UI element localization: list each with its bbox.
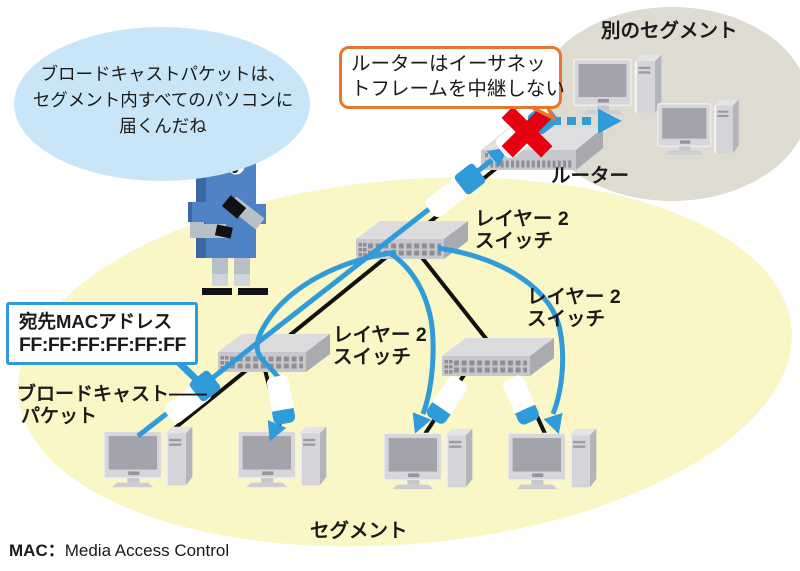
pc-sender <box>103 426 194 488</box>
switch3-label: レイヤー 2 スイッチ <box>527 286 621 330</box>
footnote: MAC：Media Access Control <box>9 536 229 561</box>
switch3-label-line2: スイッチ <box>527 308 606 330</box>
speech-bubble-tail <box>170 134 213 168</box>
footnote-definition: Media Access Control <box>64 541 230 560</box>
broadcast-label-line1: ブロードキャスト―― <box>17 384 208 405</box>
speech-bubble <box>14 27 310 181</box>
router-callout: ルーターはイーサネッ トフレームを中継しない <box>339 46 565 109</box>
switch2-label-line1: レイヤー 2 <box>333 324 427 346</box>
blocked-x-icon <box>501 106 553 158</box>
speech-line-1: ブロードキャストパケットは、 <box>40 64 286 84</box>
segment-ellipse <box>18 177 792 547</box>
broadcast-arc-to-pc3 <box>388 250 436 415</box>
mac-box-title: 宛先MACアドレス <box>19 311 173 332</box>
broadcast-arc-to-pc4 <box>437 245 566 415</box>
pc-4 <box>507 428 598 490</box>
destination-mac-box: 宛先MACアドレス FF:FF:FF:FF:FF:FF <box>6 302 198 365</box>
switch3-label-line1: レイヤー 2 <box>527 286 621 308</box>
broadcast-packet-label: ブロードキャスト―― パケット <box>17 384 207 428</box>
mac-box-address: FF:FF:FF:FF:FF:FF <box>19 334 186 356</box>
speech-line-3: 届くんだね <box>119 116 207 136</box>
switch2-label-line2: スイッチ <box>333 346 412 368</box>
router-label: ルーター <box>551 165 630 187</box>
footnote-term: MAC： <box>9 541 65 560</box>
broadcast-label-line2: パケット <box>21 406 98 427</box>
segment-label: セグメント <box>310 520 408 542</box>
cable-switch1-switch3 <box>414 248 497 352</box>
speech-line-2: セグメント内すべてのパソコンに <box>32 90 294 110</box>
switch1-label-line1: レイヤー 2 <box>475 208 569 230</box>
layer2-switch-3 <box>442 338 554 376</box>
switch2-label: レイヤー 2 スイッチ <box>333 324 427 368</box>
pc-other-segment-1 <box>573 54 663 116</box>
pc-2 <box>237 426 328 488</box>
pc-other-segment-2 <box>657 98 740 156</box>
other-segment-label: 別のセグメント <box>601 20 738 42</box>
pc-3 <box>383 428 474 490</box>
switch1-label-line2: スイッチ <box>475 230 554 252</box>
callout-line-1: ルーターはイーサネッ <box>351 53 546 75</box>
layer2-switch-2 <box>218 334 330 372</box>
switch1-label: レイヤー 2 スイッチ <box>475 208 569 252</box>
speech-bubble-text: ブロードキャストパケットは、 セグメント内すべてのパソコンに 届くんだね <box>18 61 308 139</box>
callout-line-2: トフレームを中継しない <box>351 78 565 100</box>
